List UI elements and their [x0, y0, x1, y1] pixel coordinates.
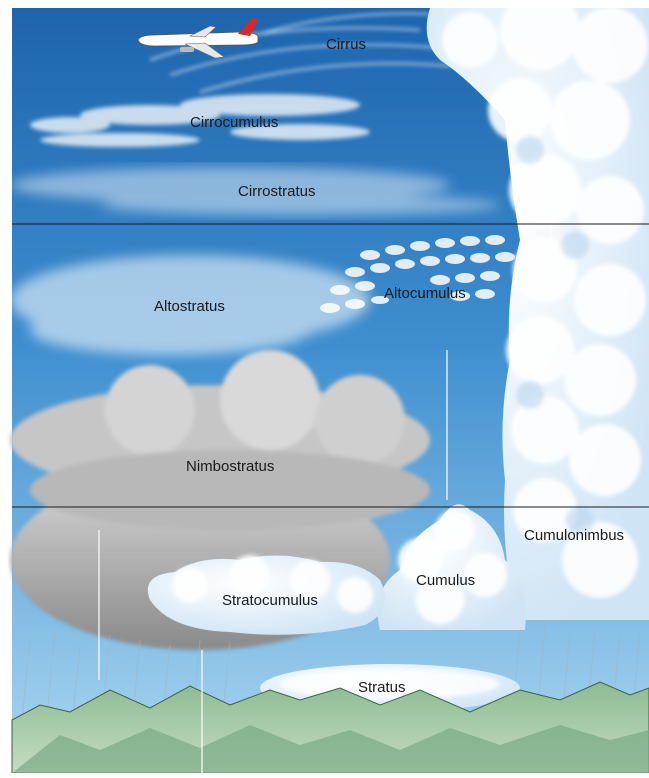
cirrocumulus-cloud [30, 94, 370, 147]
label-cumulus: Cumulus [416, 572, 476, 589]
label-stratocumulus: Stratocumulus [222, 592, 318, 609]
label-cirrocumulus: Cirrocumulus [190, 114, 279, 131]
label-stratus: Stratus [358, 679, 406, 696]
label-altostratus: Altostratus [154, 298, 225, 315]
mountain-range [11, 681, 649, 774]
cirrostratus-cloud [10, 167, 500, 215]
label-cirrus: Cirrus [326, 36, 366, 53]
label-altocumulus: Altocumulus [384, 285, 466, 302]
label-cirrostratus: Cirrostratus [238, 183, 316, 200]
cumulonimbus-cloud [426, 0, 649, 620]
altostratus-cloud [10, 255, 370, 355]
cirrus-cloud [149, 12, 451, 93]
altocumulus-cloud [320, 235, 515, 313]
cumulus-cloud [377, 504, 526, 630]
height-guides [98, 175, 552, 773]
label-cumulonimbus: Cumulonimbus [524, 527, 625, 544]
label-nimbostratus: Nimbostratus [186, 458, 275, 475]
stratocumulus-cloud [147, 555, 385, 635]
airplane-icon [137, 18, 259, 59]
